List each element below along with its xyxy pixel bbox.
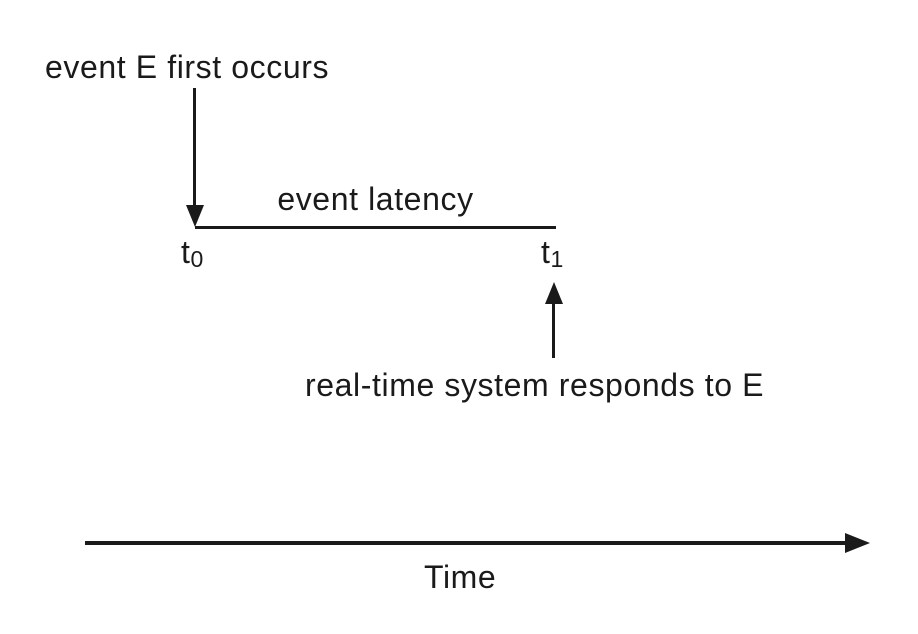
t0-subscript: 0 bbox=[190, 246, 204, 273]
system-responds-label: real-time system responds to E bbox=[305, 367, 765, 403]
t0-label: t0 bbox=[181, 234, 203, 271]
t1-label: t1 bbox=[541, 234, 563, 271]
down-arrow-shaft bbox=[193, 88, 196, 208]
latency-interval-line bbox=[195, 226, 556, 229]
down-arrow-head bbox=[186, 205, 204, 227]
up-arrow-shaft bbox=[552, 300, 555, 358]
time-axis-shaft bbox=[85, 541, 847, 545]
up-arrow-head bbox=[545, 282, 563, 304]
event-latency-label: event latency bbox=[277, 181, 474, 217]
t1-subscript: 1 bbox=[550, 246, 564, 273]
time-axis-arrow-head bbox=[845, 533, 870, 553]
t0-base: t bbox=[181, 234, 191, 270]
event-occurs-label: event E first occurs bbox=[45, 49, 330, 85]
time-axis-label: Time bbox=[424, 559, 497, 595]
t1-base: t bbox=[541, 234, 551, 270]
